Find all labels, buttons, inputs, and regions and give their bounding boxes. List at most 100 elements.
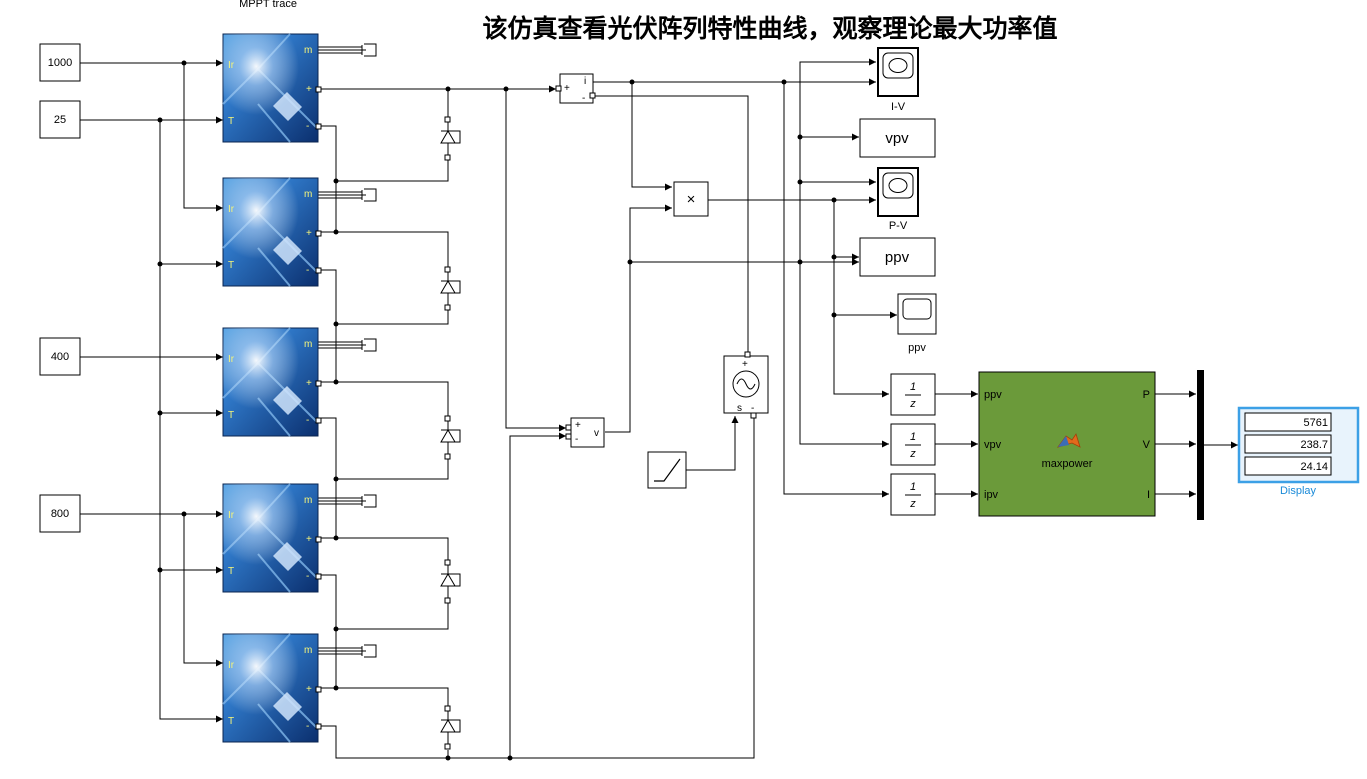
pv-port-m: m [304, 45, 312, 56]
terminator-5[interactable] [361, 644, 377, 658]
maxpower-input-ppv: ppv [984, 389, 1002, 401]
port-minus: - [582, 93, 585, 104]
display-value-1: 5761 [1304, 417, 1328, 429]
maxpower-input-ipv: ipv [984, 489, 999, 501]
mux-block[interactable] [1197, 370, 1204, 520]
maxpower-output-p: P [1143, 389, 1150, 401]
diode-3[interactable] [440, 415, 461, 460]
constant-value: 800 [51, 508, 69, 520]
terminator-1[interactable] [361, 43, 377, 57]
pv-port-plus: + [306, 684, 312, 695]
pv-port-t: T [228, 260, 234, 271]
pv-port-minus: - [306, 415, 309, 426]
controlled-voltage-source[interactable]: + s - [723, 351, 769, 419]
delay-denominator: z [909, 398, 916, 410]
diode-4[interactable] [440, 559, 461, 604]
display-block[interactable]: 5761 238.7 24.14 Display [1237, 406, 1360, 497]
ppv-block[interactable]: ppv [859, 237, 936, 277]
port-minus: - [575, 434, 578, 445]
unit-delay-3[interactable]: 1z [890, 473, 936, 516]
delay-denominator: z [909, 448, 916, 460]
pv-port-t: T [228, 410, 234, 421]
constant-400[interactable]: 400 [39, 337, 81, 376]
maxpower-name: maxpower [1042, 458, 1093, 470]
display-value-2: 238.7 [1300, 439, 1328, 451]
pv-port-minus: - [306, 265, 309, 276]
pv-port-m: m [304, 189, 312, 200]
port-s: s [737, 403, 742, 414]
pv-port-plus: + [306, 534, 312, 545]
ramp-block[interactable] [647, 451, 687, 489]
pv-port-ir: Ir [228, 660, 235, 671]
maxpower-output-v: V [1143, 439, 1151, 451]
maxpower-input-vpv: vpv [984, 439, 1002, 451]
pv-port-plus: + [306, 84, 312, 95]
terminator-4[interactable] [361, 494, 377, 508]
terminator-2[interactable] [361, 188, 377, 202]
pv-port-minus: - [306, 571, 309, 582]
maxpower-function-block[interactable]: ppv vpv ipv P V I maxpower [978, 371, 1156, 517]
delay-numerator: 1 [910, 381, 916, 393]
diode-1[interactable] [440, 116, 461, 161]
port-v: v [594, 428, 599, 439]
pv-port-t: T [228, 716, 234, 727]
pv-port-m: m [304, 339, 312, 350]
voltage-measurement-block[interactable]: + - v [565, 417, 605, 448]
current-measurement-block[interactable]: + i - [555, 73, 596, 104]
constant-25[interactable]: 25 [39, 100, 81, 139]
pv-port-minus: - [306, 721, 309, 732]
product-block[interactable]: × [673, 181, 709, 217]
bypass-diodes [440, 116, 461, 750]
constant-value: 25 [54, 114, 66, 126]
pv-port-ir: Ir [228, 354, 235, 365]
pv-top-label: MPPT trace [239, 0, 297, 10]
pv-port-t: T [228, 566, 234, 577]
scope-pv[interactable]: P-V [877, 167, 919, 232]
diode-2[interactable] [440, 266, 461, 311]
scope-ppv[interactable]: ppv [897, 293, 937, 354]
scope-iv[interactable]: I-V [877, 47, 919, 113]
delay-numerator: 1 [910, 431, 916, 443]
constant-800[interactable]: 800 [39, 494, 81, 533]
pv-port-minus: - [306, 121, 309, 132]
port-i: i [584, 76, 586, 87]
delay-numerator: 1 [910, 481, 916, 493]
product-symbol: × [687, 191, 696, 208]
maxpower-output-i: I [1147, 489, 1150, 501]
constant-1000[interactable]: 1000 [39, 43, 81, 82]
unit-delay-1[interactable]: 1z [890, 373, 936, 416]
constant-value: 400 [51, 351, 69, 363]
pv-port-t: T [228, 116, 234, 127]
pv-port-plus: + [306, 228, 312, 239]
port-plus: + [564, 83, 570, 94]
pv-port-plus: + [306, 378, 312, 389]
unit-delay-2[interactable]: 1z [890, 423, 936, 466]
port-minus: - [751, 403, 754, 414]
diode-5[interactable] [440, 705, 461, 750]
display-fields: 5761 238.7 24.14 [1244, 412, 1332, 476]
port-plus: + [575, 420, 581, 431]
pv-port-m: m [304, 495, 312, 506]
port-plus: + [742, 359, 748, 370]
diagram-title: 该仿真查看光伏阵列特性曲线，观察理论最大功率值 [482, 14, 1057, 43]
block-label: ppv [885, 249, 910, 266]
pv-port-ir: Ir [228, 60, 235, 71]
scope-label: I-V [891, 101, 906, 113]
terminator-3[interactable] [361, 338, 377, 352]
display-name: Display [1280, 485, 1317, 497]
vpv-block[interactable]: vpv [859, 118, 936, 158]
pv-port-ir: Ir [228, 204, 235, 215]
display-value-3: 24.14 [1300, 461, 1328, 473]
pv-port-m: m [304, 645, 312, 656]
terminators [361, 43, 377, 658]
scope-label: ppv [908, 342, 926, 354]
delay-denominator: z [909, 498, 916, 510]
